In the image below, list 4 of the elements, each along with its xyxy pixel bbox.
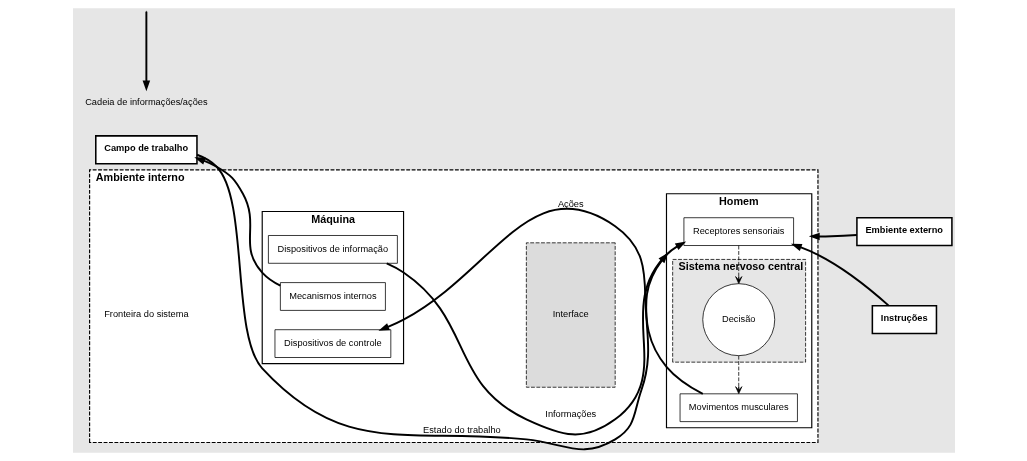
edge-label: Informações: [544, 408, 596, 419]
edge-label: Estado do trabalho: [422, 424, 501, 435]
legend-label: Cadeia de informações/ações: [84, 97, 208, 108]
edge-label: Ações: [557, 198, 584, 209]
